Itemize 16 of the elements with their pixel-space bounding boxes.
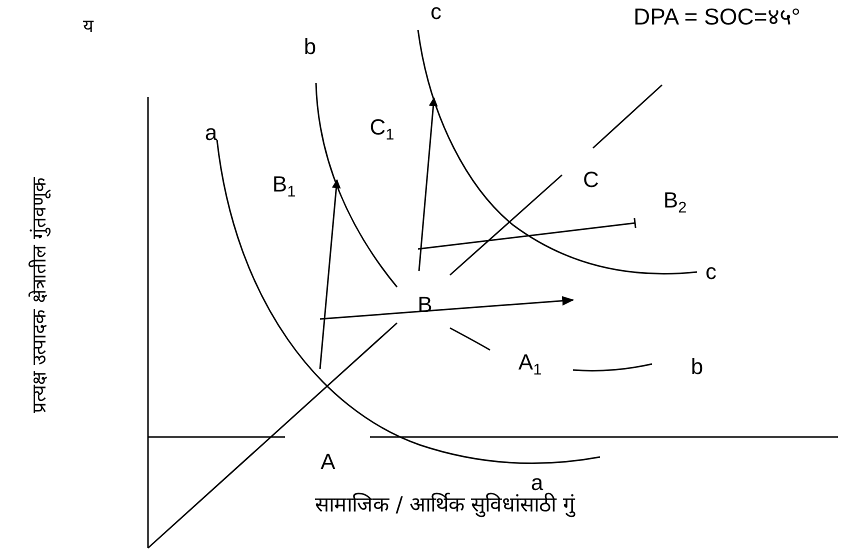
- equation-label: DPA = SOC=४५°: [634, 4, 800, 30]
- point-label: B$_{1}$: [272, 172, 296, 202]
- point-label: c: [430, 0, 442, 24]
- point-label: C: [583, 168, 599, 192]
- point-label: A: [320, 450, 336, 474]
- axis-letter: य: [83, 17, 93, 37]
- point-label: C$_{1}$: [370, 115, 394, 145]
- axis-title: प्रत्यक्ष उत्पादक क्षेत्रातील गुंतवणूक: [30, 176, 50, 414]
- point-label: a: [530, 470, 544, 495]
- point-label: b: [690, 354, 704, 380]
- point-label: A$_{1}$: [518, 350, 542, 380]
- point-label: b: [304, 34, 316, 60]
- point-label: B$_{2}$: [663, 188, 687, 218]
- point-label: c: [706, 260, 716, 284]
- axis-title: सामाजिक / आर्थिक सुविधांसाठी गुं: [315, 493, 575, 517]
- point-label: a: [204, 120, 218, 146]
